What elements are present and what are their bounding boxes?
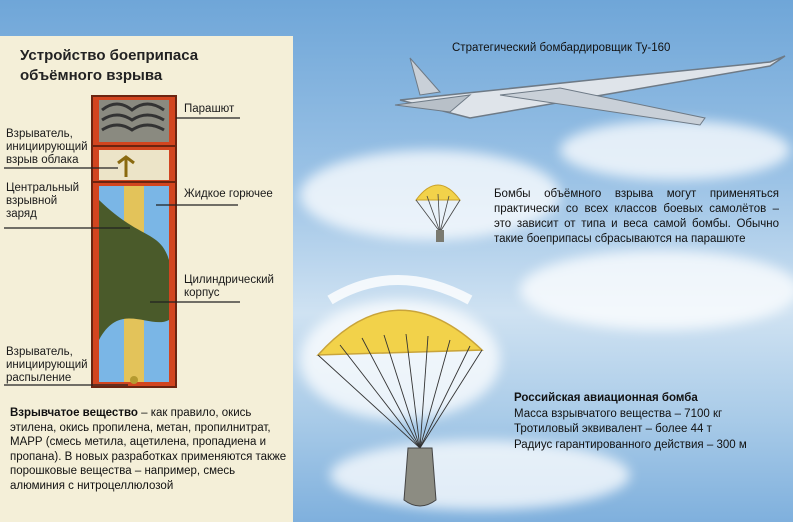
parachute-description: Бомбы объёмного взрыва могут применяться… xyxy=(494,188,779,245)
spec-line-1: Масса взрывчатого вещества – 7100 кг xyxy=(514,407,723,420)
plane-caption: Стратегический бомбардировщик Ту-160 xyxy=(452,42,671,54)
spec-line-3: Радиус гарантированного действия – 300 м xyxy=(514,438,747,451)
russian-bomb-specs: Российская авиационная бомба Масса взрыв… xyxy=(514,391,747,453)
large-parachute xyxy=(316,275,484,507)
leader-lines xyxy=(4,117,240,386)
tu160-plane xyxy=(394,55,786,126)
label-central-charge: Центральный взрывной заряд xyxy=(6,182,80,220)
label-fuse-cloud: Взрыватель, инициирующий взрыв облака xyxy=(6,128,88,166)
bomb-diagram xyxy=(91,95,177,388)
explosive-term: Взрывчатое вещество xyxy=(10,407,138,419)
explosive-description: Взрывчатое вещество – как правило, окись… xyxy=(10,406,290,493)
diagram-title: Устройство боеприпаса объёмного взрыва xyxy=(20,47,199,84)
label-parachute: Парашют xyxy=(184,103,235,115)
russian-bomb-heading: Российская авиационная бомба xyxy=(514,392,698,404)
label-cylindrical-body: Цилиндрический корпус xyxy=(184,274,274,299)
label-liquid-fuel: Жидкое горючее xyxy=(184,188,273,200)
label-fuse-spray: Взрыватель, инициирующий распыление xyxy=(6,346,88,384)
small-parachute xyxy=(415,184,461,242)
spec-line-2: Тротиловый эквивалент – более 44 т xyxy=(514,423,712,435)
explosive-text: – как правило, окись этилена, окись проп… xyxy=(10,407,287,492)
